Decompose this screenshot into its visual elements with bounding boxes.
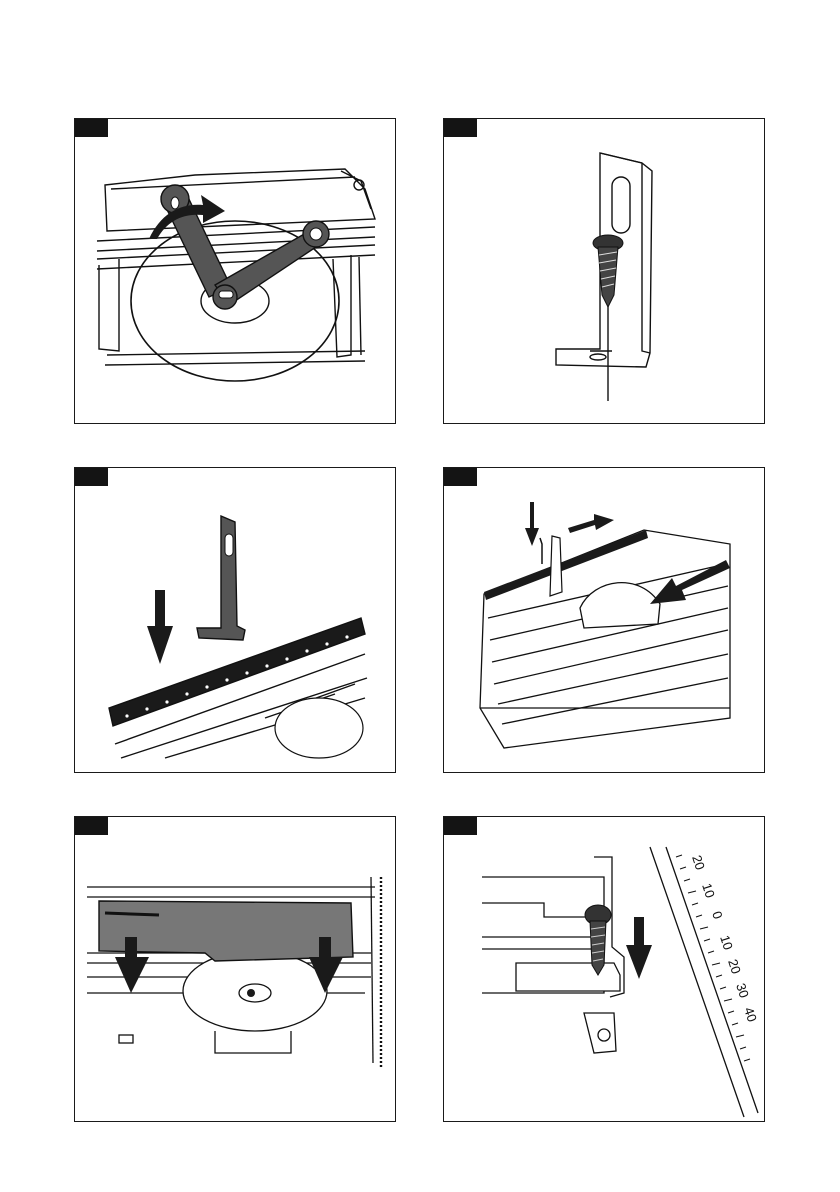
- scale-tick-label: 30: [733, 981, 752, 999]
- scale-tick-label: 20: [689, 853, 708, 871]
- bracket-screw-icon: [444, 119, 765, 424]
- table-bracket-icon: [444, 468, 765, 773]
- bracket-insert-icon: [75, 468, 396, 773]
- blade-guard-icon: [75, 817, 396, 1122]
- figure-6: 20 10 0 10 20 30 40: [443, 816, 765, 1122]
- figure-3: [74, 467, 396, 773]
- figure-4: [443, 467, 765, 773]
- blade-wrench-icon: [75, 119, 396, 424]
- scale-labels: 20 10 0 10 20 30 40: [689, 853, 760, 1023]
- scale-tick-label: 10: [717, 933, 736, 951]
- figure-5: [74, 816, 396, 1122]
- screw-scale-icon: 20 10 0 10 20 30 40: [444, 817, 765, 1122]
- figure-1: [74, 118, 396, 424]
- scale-tick-label: 0: [709, 909, 726, 921]
- figure-2: [443, 118, 765, 424]
- scale-tick-label: 20: [725, 957, 744, 975]
- scale-tick-label: 10: [699, 881, 718, 899]
- scale-tick-label: 40: [741, 1005, 760, 1023]
